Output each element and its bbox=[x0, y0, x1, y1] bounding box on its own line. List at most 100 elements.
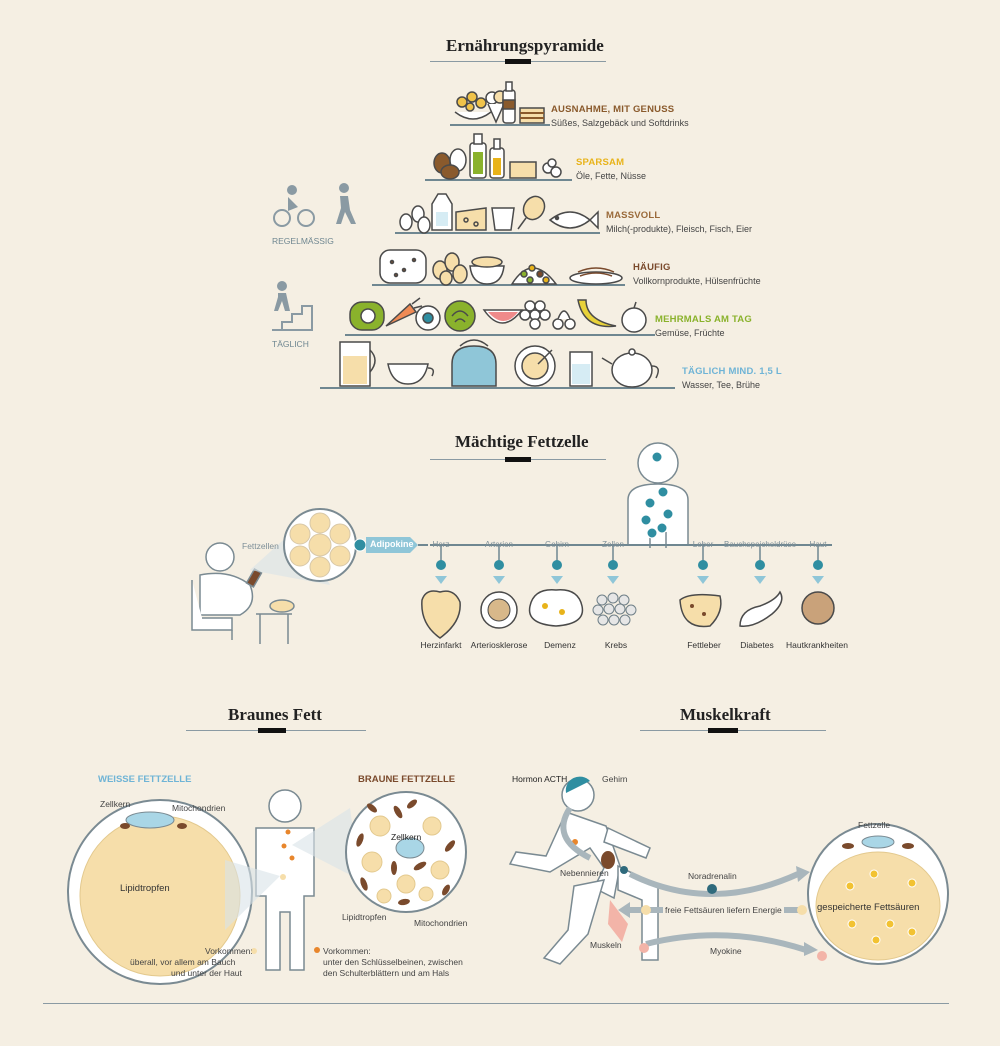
gespeicherte-label: gespeicherte Fettsäuren bbox=[817, 902, 920, 913]
potatoes-icon bbox=[432, 252, 468, 286]
fettsaeuren-label: freie Fettsäuren liefern Energie bbox=[663, 905, 784, 915]
eggs-icon bbox=[399, 205, 431, 234]
milk-icon bbox=[431, 193, 453, 231]
white-fat-spot bbox=[280, 874, 286, 880]
teapot-icon bbox=[601, 348, 659, 388]
melon-icon bbox=[482, 309, 524, 324]
grapes-icon bbox=[519, 300, 551, 330]
bottle-icon bbox=[502, 81, 516, 124]
white-lens bbox=[225, 860, 280, 930]
brown-fat-cell bbox=[345, 791, 467, 913]
level-2-title: SPARSAM bbox=[576, 157, 625, 168]
cake-icon bbox=[519, 107, 545, 124]
kettle-icon bbox=[451, 339, 497, 387]
sitting-person bbox=[191, 542, 295, 644]
bread-icon bbox=[379, 249, 427, 284]
level-5-icons bbox=[349, 297, 647, 333]
white-fat-cell bbox=[67, 799, 253, 985]
nebennieren-organ bbox=[601, 851, 615, 869]
disease-fettleber: Fettleber bbox=[687, 640, 721, 650]
mitochondrien-braun-label: Mitochondrien bbox=[414, 918, 468, 928]
level-4-icons bbox=[379, 249, 623, 286]
yogurt-icon bbox=[491, 207, 515, 231]
zellkern-label: Zellkern bbox=[100, 799, 131, 809]
running-man bbox=[508, 778, 659, 965]
cells-icon bbox=[592, 592, 637, 626]
pyramid-title: Ernährungspyramide bbox=[446, 36, 604, 55]
meat-icon bbox=[517, 195, 546, 230]
right-fat-cell bbox=[807, 823, 949, 965]
apple-icon bbox=[621, 301, 647, 333]
vorkommen-braun-3: den Schulterblättern und am Hals bbox=[323, 968, 450, 978]
standing-man bbox=[255, 789, 315, 971]
braune-fettzelle-title: BRAUNE FETTZELLE bbox=[358, 774, 456, 785]
vorkommen-weiss-2: überall, vor allem am Bauch bbox=[130, 957, 236, 967]
activity-regelmaessig-label: REGELMÄSSIG bbox=[272, 236, 334, 246]
hormon-acth-label: Hormon ACTH bbox=[512, 774, 568, 784]
body-figure bbox=[627, 442, 689, 548]
myokine-label: Myokine bbox=[710, 946, 742, 956]
level-5-title: MEHRMALS AM TAG bbox=[655, 314, 752, 325]
gehirn-label: Gehirn bbox=[602, 774, 628, 784]
disease-hautkrankheiten: Hautkrankheiten bbox=[786, 640, 848, 650]
fish-icon bbox=[548, 210, 599, 230]
icecream-icon bbox=[485, 90, 507, 124]
weisse-fettzelle-title: WEISSE FETTZELLE bbox=[98, 774, 192, 785]
adipokine-label: Adipokine bbox=[370, 539, 414, 549]
cucumber-icon bbox=[349, 301, 385, 331]
level-6-icons bbox=[339, 339, 659, 388]
cheese-icon bbox=[455, 207, 487, 231]
cup-icon bbox=[387, 363, 435, 385]
level-4-title: HÄUFIG bbox=[633, 262, 671, 273]
adipokine-arrow-bg bbox=[366, 537, 418, 553]
level-3-desc: Milch(-produkte), Fleisch, Fisch, Eier bbox=[606, 224, 753, 234]
stairs-icon bbox=[272, 281, 313, 331]
level-2-icons bbox=[433, 133, 562, 180]
level-1-desc: Süßes, Salzgebäck und Softdrinks bbox=[551, 118, 689, 128]
fettzelle-label: Fettzelle bbox=[858, 820, 891, 830]
level-6-title: TÄGLICH MIND. 1,5 L bbox=[682, 366, 782, 377]
bottom-rule bbox=[43, 1003, 949, 1004]
pyramid-title-mark bbox=[505, 59, 531, 64]
walker-icon bbox=[336, 183, 356, 224]
level-6-desc: Wasser, Tee, Brühe bbox=[682, 380, 761, 390]
level-1-icons bbox=[454, 81, 545, 124]
target-top-bauchspeicheldruese: Bauchspeicheldrüse bbox=[723, 540, 797, 549]
vorkommen-weiss-1: Vorkommen: bbox=[205, 946, 253, 956]
soup-icon bbox=[514, 345, 556, 387]
cabbage-icon bbox=[444, 300, 476, 332]
vorkommen-weiss-3: und unter der Haut bbox=[171, 968, 242, 978]
vorkommen-braun-1: Vorkommen: bbox=[323, 946, 371, 956]
brown-fat-spots bbox=[281, 829, 295, 861]
level-1-title: AUSNAHME, MIT GENUSS bbox=[551, 104, 675, 115]
cyclist-icon bbox=[273, 185, 315, 227]
target-top-haut: Haut bbox=[809, 540, 827, 549]
brain-cap bbox=[565, 776, 590, 793]
vorkommen-weiss-dot bbox=[251, 948, 257, 954]
skin-icon bbox=[801, 591, 835, 625]
muskeln-label: Muskeln bbox=[590, 940, 622, 950]
target-arrows bbox=[435, 545, 824, 584]
level-2-desc: Öle, Fette, Nüsse bbox=[576, 171, 647, 181]
disease-krebs: Krebs bbox=[604, 640, 628, 650]
fettzelle-graphic bbox=[191, 442, 835, 644]
jug-icon bbox=[339, 341, 376, 387]
target-top-arterien: Arterien bbox=[484, 540, 514, 549]
disease-herzinfarkt: Herzinfarkt bbox=[420, 640, 462, 650]
bowl-icon bbox=[469, 256, 505, 285]
artery-icon bbox=[480, 591, 518, 629]
level-5-desc: Gemüse, Früchte bbox=[655, 328, 725, 338]
level-3-title: MASSVOLL bbox=[606, 210, 661, 221]
level-4-desc: Vollkornprodukte, Hülsenfrüchte bbox=[633, 276, 761, 286]
oil-bottle-icon bbox=[469, 133, 505, 179]
glass-icon bbox=[569, 351, 593, 387]
myokine-arrow bbox=[645, 932, 807, 953]
fettzellen-label: Fettzellen bbox=[242, 541, 279, 551]
butter-icon bbox=[509, 158, 562, 179]
zellkern-inner-label: Zellkern bbox=[391, 832, 422, 842]
level-3-icons bbox=[399, 193, 599, 234]
heart-icon bbox=[421, 590, 461, 639]
target-top-herz: Herz bbox=[432, 540, 450, 549]
pasta-icon bbox=[454, 111, 492, 120]
